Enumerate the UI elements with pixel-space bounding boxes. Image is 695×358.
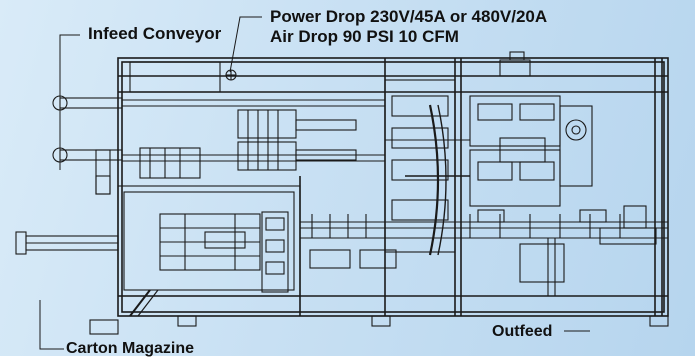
forming-turret: [384, 51, 593, 256]
upper-cylinders: [129, 61, 357, 179]
label-air-drop: Air Drop 90 PSI 10 CFM: [270, 27, 459, 46]
carton-magazine: [15, 185, 301, 335]
machine-frame: [117, 57, 669, 317]
label-power-drop: Power Drop 230V/45A or 480V/20A: [270, 7, 548, 26]
infeed-conveyor: [52, 95, 385, 195]
label-outfeed: Outfeed: [492, 323, 553, 340]
label-carton-magazine: Carton Magazine: [66, 340, 195, 357]
machine-feet: [177, 315, 669, 327]
outfeed-conveyor: [300, 205, 668, 296]
callout-leaders: [39, 16, 590, 350]
label-infeed-conveyor: Infeed Conveyor: [88, 24, 222, 43]
